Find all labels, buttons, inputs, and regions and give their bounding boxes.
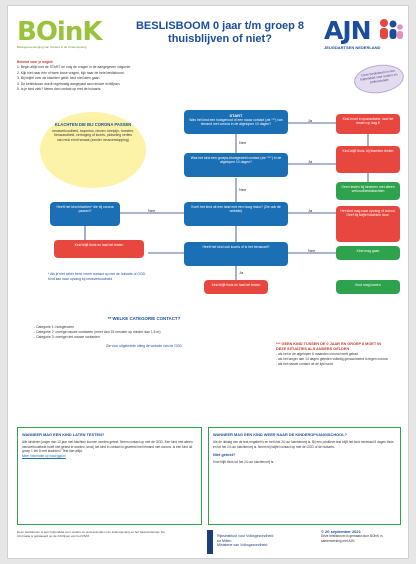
ajn-logo-text: AJN — [324, 16, 372, 45]
result-may-go: Kind mag gaan — [336, 246, 400, 260]
answer-yes: Ja — [308, 208, 313, 213]
symptoms-oval: KLACHTEN DIE BIJ CORONA PASSEN neusverko… — [40, 112, 146, 188]
page-title: BESLISBOOM 0 jaar t/m groep 8 thuisblijv… — [120, 20, 320, 46]
answer-no: Nee — [308, 248, 316, 253]
contact-item: - Categorie 1: huisgenoten — [34, 325, 74, 329]
title-line-1: BESLISBOOM 0 jaar t/m groep 8 — [135, 20, 305, 32]
boink-logo-subtitle: Belangenvereniging van Ouders in de Kind… — [17, 45, 87, 49]
exception-heading: *** GEEN KIND TUSSEN DE 0 JAAR EN GROEP … — [276, 342, 381, 351]
panel-when-test-link[interactable]: Meer informatie op www.ggd.nl — [22, 453, 66, 458]
panel-when-test-text: Alle kinderen jonger dan 12 jaar met kla… — [22, 440, 193, 454]
question-group-contact: Was het kind een groeps-blootgesteld con… — [184, 153, 288, 177]
contact-categories: ** WELKE CATEGORIE CONTACT? - Categorie … — [34, 316, 254, 348]
panel-when-return-subheading: Niet getest? — [213, 452, 236, 458]
rijk-line: en Milieu — [217, 538, 232, 543]
ajn-logo: AJN JEUGDARTSEN NEDERLAND — [324, 16, 406, 54]
result-stay-home: Kind blijft thuis en laat het testen — [54, 240, 144, 258]
title-line-2: thuisblijven of niet? — [168, 33, 272, 45]
contact-item: - Categorie 3: overige niet-nauwe contac… — [34, 335, 100, 339]
intro-step: 5. Is je kind ziek? Neem dan contact op … — [17, 87, 102, 92]
intro-heading: Bekend voor je begint: — [17, 60, 54, 64]
result-no-test: Geen testen bij kinderen met alleen verk… — [336, 182, 400, 200]
answer-no: Nee — [239, 187, 247, 192]
footer-date-title: © 20 september 2021 — [321, 529, 361, 534]
contact-foot: Zie voor uitgebreide uitleg de website v… — [106, 344, 182, 348]
panel-when-test-heading: WANNEER MAG EEN KIND LATEN TESTEN? — [22, 432, 105, 437]
contact-heading: ** WELKE CATEGORIE CONTACT? — [107, 316, 181, 321]
ajn-logo-subtitle: JEUGDARTSEN NEDERLAND — [324, 45, 381, 50]
question-fever: Heeft het kind ook koorts of is het bena… — [184, 242, 288, 266]
question-symptoms: Heeft het kind klachten* die bij corona … — [50, 202, 120, 226]
symptoms-oval-title: KLACHTEN DIE BIJ CORONA PASSEN — [54, 122, 132, 127]
result-fever-stay-home: Kind blijft thuis en laat het testen — [204, 280, 268, 294]
rijksoverheid-text: Rijksinstituut voor Volksgezondheid en M… — [217, 534, 273, 548]
boink-logo-text: BOinK — [17, 17, 102, 47]
answer-yes: Ja — [239, 270, 244, 275]
exception-item: - als het langer dan 14 dagen geleden vo… — [276, 356, 388, 361]
answer-no: Nee — [239, 140, 247, 145]
flow-arrows — [84, 122, 369, 280]
answer-yes: Ja — [308, 118, 313, 123]
start-question: Was het kind een huisgenoot of een nauw … — [189, 118, 283, 127]
panel-when-test: WANNEER MAG EEN KIND LATEN TESTEN? Alle … — [17, 427, 202, 525]
start-title: START — [229, 113, 243, 118]
question-high-risk: Komt het kind uit een land met een hoog … — [184, 202, 288, 226]
result-quarantine: Kind moet in quarantaine, laat het teste… — [336, 114, 400, 134]
panel-when-return-heading: WANNEER MAG EEN KIND WEER NAAR DE KINDER… — [213, 432, 347, 437]
footer-date-text: Deze beslisboom is gemaakt door BOinK in… — [321, 534, 383, 543]
result-stay-home-test: Kind blijft thuis, bij klachten testen — [336, 146, 400, 173]
panel-when-return-text: Als de uitslag van de test negatief is e… — [213, 440, 394, 449]
symptoms-oval-text: neusverkoudheid, loopneus, niezen, keelp… — [52, 129, 134, 142]
rijksoverheid-logo: Rijksinstituut voor Volksgezondheid en M… — [207, 530, 297, 554]
rijksoverheid-bar — [207, 530, 213, 554]
note-left-line: * Als je niet zeker bent: neem contact o… — [48, 272, 147, 276]
boink-logo: BOinK Belangenvereniging van Ouders in d… — [17, 18, 102, 52]
page: BOinK Belangenvereniging van Ouders in d… — [7, 5, 409, 559]
footer: Deze beslisboom is een hulpmiddel voor o… — [17, 529, 403, 556]
ajn-figures-icon — [380, 19, 403, 39]
result-may-come: Kind mag komen — [336, 280, 400, 294]
answer-no: Nee — [148, 208, 156, 213]
panel-when-return-text-2: Kind blijft thuis tot het 24 uur klachte… — [213, 460, 275, 465]
rijk-line: Rijksinstituut voor Volksgezondheid — [217, 534, 274, 538]
result-risk-country: Het kind mag naar opvang of school. Geef… — [336, 206, 400, 242]
note-left: * Als je niet zeker bent: neem contact o… — [48, 272, 160, 281]
note-left-line-2: Kind kan naar opvang bij neusverkoudheid — [48, 276, 113, 281]
contact-item: - Categorie 2: overige nauwe contacten (… — [34, 330, 161, 334]
exception-item: - als het in de afgelopen 6 maanden coro… — [276, 352, 358, 356]
intro-steps: Bekend voor je begint: 1. Begin altijd m… — [17, 60, 317, 92]
panel-when-return: WANNEER MAG EEN KIND WEER NAAR DE KINDER… — [208, 427, 401, 525]
intro-step: 1. Begin altijd met de START en volg de … — [17, 65, 132, 70]
start-box: START Was het kind een huisgenoot of een… — [184, 110, 288, 134]
answer-yes: Ja — [308, 159, 313, 164]
exception-note: *** GEEN KIND TUSSEN DE 0 JAAR EN GROEP … — [276, 342, 392, 366]
footer-date: © 20 september 2021 Deze beslisboom is g… — [321, 529, 403, 543]
intro-step: 3. Bij twijfel over de klachten geldt: k… — [17, 76, 101, 81]
intro-step: 2. Kijk niet naar één of twee losse vrag… — [17, 70, 125, 75]
rijk-line: Ministerie van Volksgezondheid — [217, 543, 268, 548]
footer-text: Deze beslisboom is een hulpmiddel voor o… — [17, 530, 165, 539]
exception-item: - als het nauwe contact uit de lijst hoo… — [276, 361, 333, 366]
intro-step: 4. De beslisboom wordt regelmatig aangep… — [17, 81, 121, 86]
